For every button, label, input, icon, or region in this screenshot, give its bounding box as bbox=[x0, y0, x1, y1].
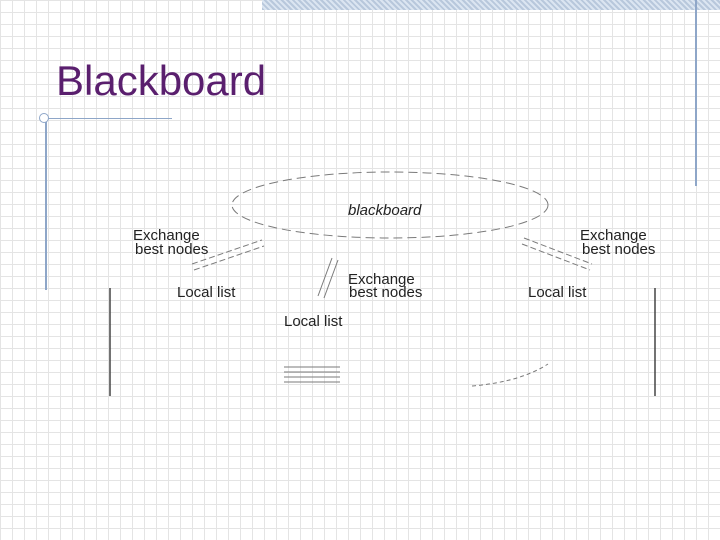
local-list-center-label: Local list bbox=[284, 313, 343, 330]
exchange-left-line1: Exchange bbox=[133, 227, 200, 244]
right-accent-line bbox=[695, 0, 697, 186]
left-accent-line bbox=[45, 120, 47, 290]
blackboard-label: blackboard bbox=[348, 202, 422, 219]
title-bullet-circle bbox=[39, 113, 49, 123]
arrow-left-exchange bbox=[191, 239, 265, 271]
slide-title: Blackboard bbox=[56, 57, 267, 104]
exchange-center-label: Exchange best nodes bbox=[348, 271, 422, 301]
exchange-center-line1: Exchange bbox=[348, 271, 415, 288]
exchange-left-line2: best nodes bbox=[135, 241, 208, 258]
arrow-center-exchange bbox=[317, 257, 339, 299]
local-list-center-stack bbox=[284, 366, 340, 383]
local-list-right-label: Local list bbox=[528, 284, 587, 301]
local-list-left-label: Local list bbox=[177, 284, 236, 301]
arrow-right-exchange bbox=[521, 237, 593, 271]
exchange-center-line2: best nodes bbox=[349, 284, 422, 301]
exchange-right-label: Exchange best nodes bbox=[580, 227, 655, 258]
exchange-right-line2: best nodes bbox=[582, 241, 655, 258]
blackboard-ellipse bbox=[231, 171, 549, 239]
title-underline bbox=[40, 118, 172, 119]
exchange-right-line1: Exchange bbox=[580, 227, 647, 244]
sketch-curve bbox=[471, 363, 549, 387]
exchange-left-label: Exchange best nodes bbox=[133, 227, 208, 258]
header-band bbox=[262, 0, 720, 10]
